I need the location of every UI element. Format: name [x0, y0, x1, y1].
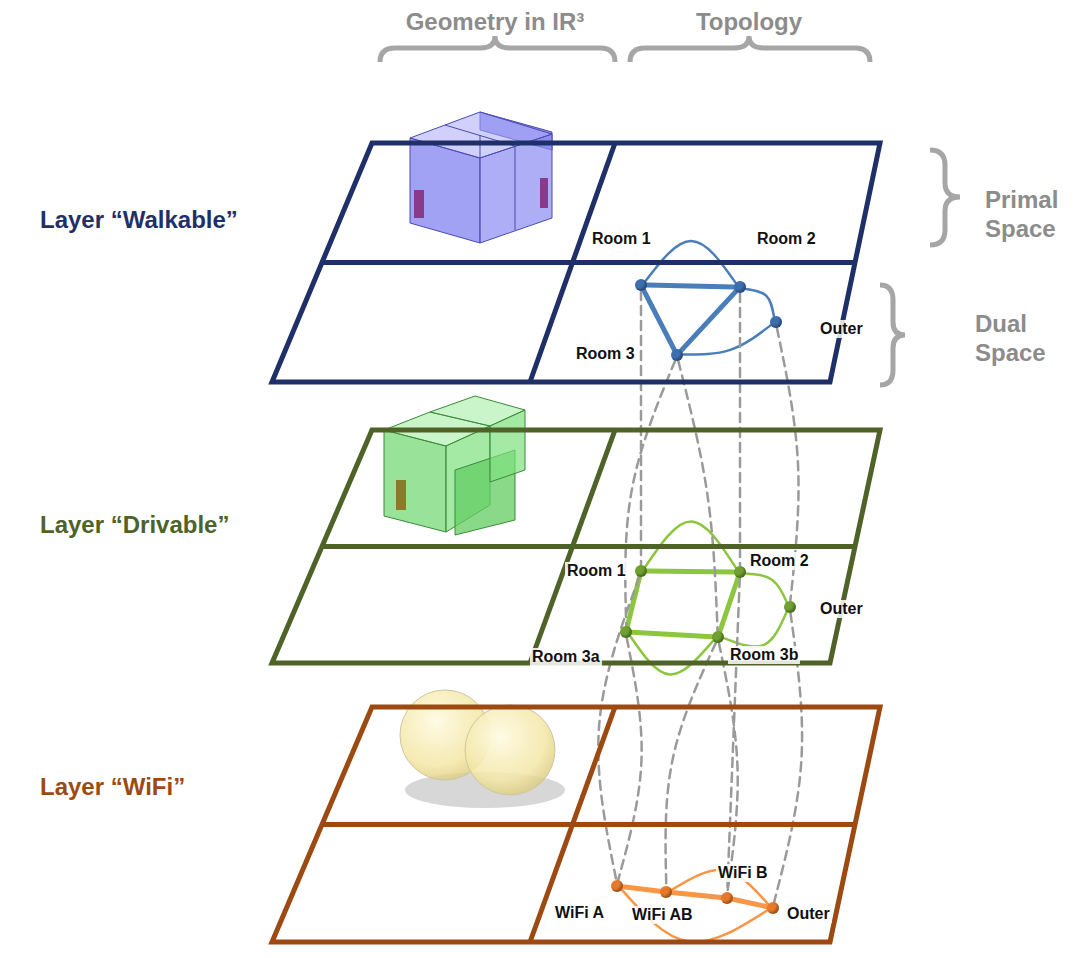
door [414, 190, 424, 218]
column-heading: Topology [696, 8, 802, 37]
graph-node: Room 1 [635, 565, 647, 577]
box-face [490, 410, 525, 482]
coverage-sphere [465, 705, 555, 795]
connectivity-arc [683, 325, 771, 354]
inter-layer-link [666, 643, 716, 886]
node-label: Room 2 [755, 230, 818, 248]
adjacency-edge [623, 887, 660, 892]
layer-divider [322, 822, 855, 827]
layer-parallelogram [272, 143, 880, 382]
layer-band: Layer “Drivable”Room 1Room 2OuterRoom 3a… [272, 430, 880, 663]
walkable-geometry [398, 88, 558, 248]
layer-parallelogram [272, 430, 880, 663]
graph-node: WiFi B [721, 892, 733, 904]
node-label: Room 1 [590, 230, 653, 248]
wall-line [515, 146, 516, 230]
adjacency-edge [647, 285, 734, 287]
layer-parallelogram [272, 707, 880, 942]
layer-band: Layer “WiFi”WiFi AWiFi ABWiFi BOuter [272, 707, 880, 942]
layer-divider [322, 260, 855, 265]
graph-node: Room 3 [671, 349, 683, 361]
adjacency-edge [672, 893, 721, 898]
node-label: WiFi B [716, 864, 770, 882]
door [396, 480, 406, 510]
topology-brace [630, 36, 870, 62]
picture-ground [398, 88, 558, 248]
connectivity-arc [622, 890, 768, 942]
primal-brace [930, 150, 960, 245]
graph-node: Room 2 [734, 566, 746, 578]
adjacency-edge [647, 569, 734, 575]
layer-name: Layer “Drivable” [40, 512, 229, 538]
connectivity-arc [630, 636, 713, 674]
door [540, 178, 548, 208]
inter-layer-link [678, 361, 717, 631]
wall-line [480, 135, 481, 158]
column-heading: Geometry in IR³ [406, 8, 585, 37]
graph-node: Room 3b [712, 631, 724, 643]
inter-layer-link [618, 638, 642, 880]
layer-name: Layer “Walkable” [40, 207, 238, 233]
adjacency-edge [733, 899, 767, 906]
adjacency-edge [681, 291, 736, 350]
picture-ground [372, 384, 532, 540]
layer-band: Layer “Walkable”Room 1Room 2Room 3Outer [272, 143, 880, 382]
layer-name: Layer “WiFi” [40, 774, 185, 800]
node-label: Outer [818, 600, 865, 618]
graph-node: Outer [767, 902, 779, 914]
node-label: Room 3 [574, 345, 637, 363]
adjacency-edge [632, 632, 712, 636]
connectivity-arc [746, 289, 774, 316]
node-label: WiFi AB [630, 906, 695, 924]
graph-node: Room 1 [635, 279, 647, 291]
graph-node: Room 2 [734, 281, 746, 293]
inter-layer-link [719, 643, 738, 892]
geometry-brace [380, 36, 615, 62]
graph-node: Outer [784, 601, 796, 613]
inter-layer-link [625, 361, 675, 626]
node-label: Room 3b [728, 646, 800, 664]
node-label: Room 2 [748, 552, 811, 570]
node-label: Outer [785, 905, 832, 923]
layer-divider [322, 544, 855, 549]
node-label: Outer [818, 320, 865, 338]
graph-node: WiFi AB [660, 886, 672, 898]
adjacency-edge [644, 290, 675, 349]
layer-divider [530, 430, 615, 663]
graph-node: WiFi A [611, 880, 623, 892]
connectivity-arc [746, 573, 787, 602]
node-label: Room 1 [565, 562, 628, 580]
layer-divider [530, 707, 615, 942]
space-label: Primal Space [985, 186, 1070, 244]
box-face [384, 430, 446, 532]
space-label: Dual Space [975, 310, 1060, 368]
layer-outline [272, 430, 880, 663]
graph-node: Room 3a [620, 626, 632, 638]
box-face [410, 112, 552, 158]
node-label: Room 3a [530, 648, 602, 666]
drivable-geometry [372, 384, 532, 540]
connectivity-arc [724, 612, 787, 647]
adjacency-edge [720, 578, 738, 632]
graph-node: Outer [770, 316, 782, 328]
inter-layer-link [598, 577, 639, 880]
node-label: WiFi A [553, 904, 606, 922]
dual-brace [880, 285, 905, 385]
